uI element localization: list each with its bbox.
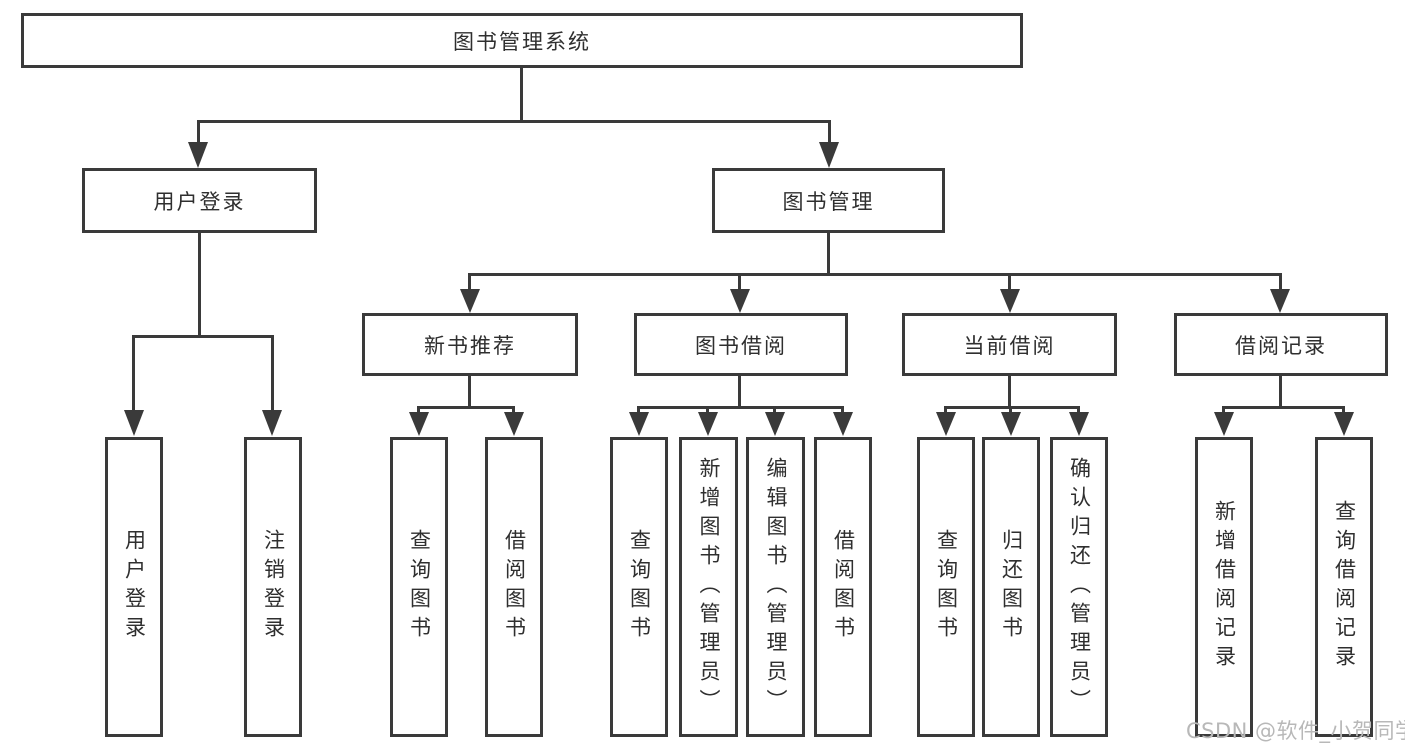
connector-book-borrow-vertical bbox=[738, 376, 741, 409]
connector-current-borrow-horizontal bbox=[944, 406, 1080, 409]
leaf-label: 编辑图书（管理员） bbox=[764, 456, 788, 718]
connector-stub-new-book bbox=[468, 273, 471, 291]
leaf-label: 注销登录 bbox=[261, 529, 286, 645]
leaf-label: 借阅图书 bbox=[502, 529, 527, 645]
connector-stub bbox=[512, 406, 515, 414]
arrow-down-icon bbox=[124, 410, 144, 436]
connector-root-vertical bbox=[520, 68, 523, 122]
arrow-down-icon bbox=[1270, 289, 1290, 313]
node-label: 图书借阅 bbox=[695, 333, 787, 358]
node-label: 当前借阅 bbox=[963, 333, 1056, 358]
connector-stub bbox=[773, 406, 776, 414]
connector-stub bbox=[417, 406, 420, 414]
arrow-down-icon bbox=[504, 412, 524, 436]
connector-stub-current-borrow bbox=[1008, 273, 1011, 291]
connector-root-horizontal bbox=[197, 120, 831, 123]
connector-current-borrow-vertical bbox=[1008, 376, 1011, 409]
connector-stub-user-login bbox=[197, 120, 200, 144]
leaf-label: 查询图书 bbox=[627, 529, 652, 645]
connector-stub bbox=[706, 406, 709, 414]
arrow-down-icon bbox=[819, 142, 839, 168]
leaf-query-borrow-record: 查询借阅记录 bbox=[1315, 437, 1373, 737]
leaf-label: 归还图书 bbox=[999, 529, 1024, 645]
node-user-login: 用户登录 bbox=[82, 168, 317, 233]
leaf-edit-books-admin: 编辑图书（管理员） bbox=[746, 437, 805, 737]
arrow-down-icon bbox=[1001, 412, 1021, 436]
connector-book-management-horizontal bbox=[468, 273, 1282, 276]
csdn-watermark: CSDN @软件_小贺同学 bbox=[1186, 719, 1405, 743]
connector-new-book-horizontal bbox=[417, 406, 515, 409]
node-label: 用户登录 bbox=[153, 189, 246, 214]
leaf-query-books-borrow: 查询图书 bbox=[610, 437, 668, 737]
node-book-management: 图书管理 bbox=[712, 168, 945, 233]
arrow-down-icon bbox=[1000, 289, 1020, 313]
connector-new-book-vertical bbox=[468, 376, 471, 409]
arrow-down-icon bbox=[629, 412, 649, 436]
leaf-query-books-recommend: 查询图书 bbox=[390, 437, 448, 737]
arrow-down-icon bbox=[1334, 412, 1354, 436]
arrow-down-icon bbox=[936, 412, 956, 436]
connector-stub-borrow-records bbox=[1279, 273, 1282, 291]
leaf-logout: 注销登录 bbox=[244, 437, 302, 737]
node-new-book-recommend: 新书推荐 bbox=[362, 313, 578, 376]
leaf-query-books-current: 查询图书 bbox=[917, 437, 975, 737]
arrow-down-icon bbox=[460, 289, 480, 313]
leaf-borrow-books-recommend: 借阅图书 bbox=[485, 437, 543, 737]
connector-book-management-vertical bbox=[827, 233, 830, 275]
connector-stub bbox=[637, 406, 640, 414]
node-borrow-records: 借阅记录 bbox=[1174, 313, 1388, 376]
connector-stub bbox=[1342, 406, 1345, 414]
leaf-label: 新增图书（管理员） bbox=[697, 456, 721, 718]
connector-user-login-horizontal bbox=[132, 335, 274, 338]
node-label: 图书管理系统 bbox=[453, 29, 591, 54]
node-book-borrow: 图书借阅 bbox=[634, 313, 848, 376]
leaf-return-books: 归还图书 bbox=[982, 437, 1040, 737]
leaf-add-books-admin: 新增图书（管理员） bbox=[679, 437, 738, 737]
arrow-down-icon bbox=[765, 412, 785, 436]
connector-stub-book-borrow bbox=[738, 273, 741, 291]
leaf-user-login: 用户登录 bbox=[105, 437, 163, 737]
arrow-down-icon bbox=[188, 142, 208, 168]
arrow-down-icon bbox=[698, 412, 718, 436]
leaf-label: 借阅图书 bbox=[831, 529, 856, 645]
leaf-add-borrow-record: 新增借阅记录 bbox=[1195, 437, 1253, 737]
connector-stub bbox=[1009, 406, 1012, 414]
node-label: 图书管理 bbox=[782, 189, 875, 214]
leaf-label: 新增借阅记录 bbox=[1212, 500, 1237, 674]
connector-stub bbox=[1077, 406, 1080, 414]
leaf-confirm-return-admin: 确认归还（管理员） bbox=[1050, 437, 1108, 737]
arrow-down-icon bbox=[833, 412, 853, 436]
node-label: 借阅记录 bbox=[1235, 333, 1327, 358]
arrow-down-icon bbox=[1069, 412, 1089, 436]
arrow-down-icon bbox=[730, 289, 750, 313]
arrow-down-icon bbox=[409, 412, 429, 436]
connector-stub-leaf-login bbox=[132, 335, 135, 412]
connector-stub bbox=[1222, 406, 1225, 414]
leaf-label: 查询借阅记录 bbox=[1332, 500, 1357, 674]
connector-book-borrow-horizontal bbox=[637, 406, 844, 409]
connector-stub-book-management bbox=[828, 120, 831, 144]
leaf-label: 查询图书 bbox=[407, 529, 432, 645]
connector-stub-leaf-logout bbox=[271, 335, 274, 412]
leaf-label: 确认归还（管理员） bbox=[1067, 456, 1092, 718]
leaf-label: 用户登录 bbox=[122, 529, 147, 645]
node-library-management-system: 图书管理系统 bbox=[21, 13, 1023, 68]
arrow-down-icon bbox=[262, 410, 282, 436]
node-current-borrow: 当前借阅 bbox=[902, 313, 1117, 376]
connector-borrow-records-vertical bbox=[1279, 376, 1282, 409]
leaf-borrow-books: 借阅图书 bbox=[814, 437, 872, 737]
connector-stub bbox=[944, 406, 947, 414]
node-label: 新书推荐 bbox=[424, 333, 516, 358]
connector-user-login-vertical bbox=[198, 233, 201, 337]
connector-borrow-records-horizontal bbox=[1222, 406, 1345, 409]
connector-stub bbox=[841, 406, 844, 414]
leaf-label: 查询图书 bbox=[934, 529, 959, 645]
arrow-down-icon bbox=[1214, 412, 1234, 436]
